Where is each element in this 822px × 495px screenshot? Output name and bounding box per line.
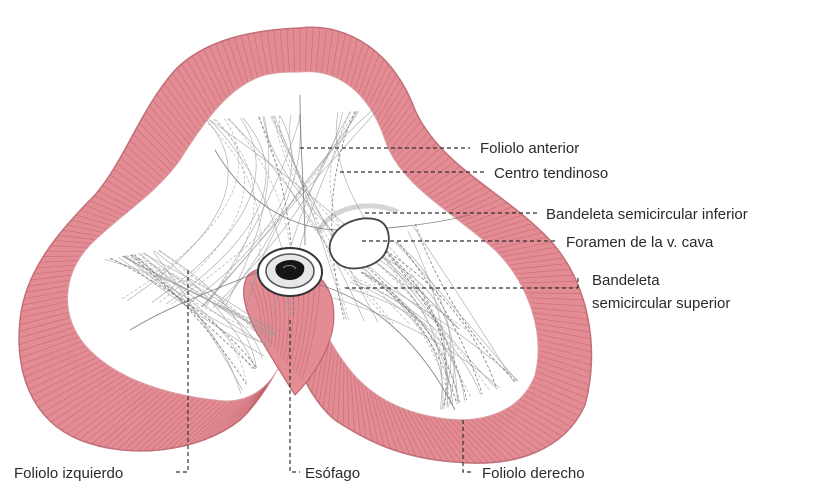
label-foliolo-anterior: Foliolo anterior — [480, 140, 579, 157]
label-esofago: Esófago — [305, 465, 360, 482]
label-foliolo-izquierdo: Foliolo izquierdo — [14, 465, 123, 482]
esophagus-opening — [258, 248, 322, 296]
label-bandeleta-superior-line2: semicircular superior — [592, 295, 730, 312]
label-bandeleta-superior-line1: Bandeleta — [592, 272, 660, 289]
label-centro-tendinoso: Centro tendinoso — [494, 165, 608, 182]
label-foramen-cava: Foramen de la v. cava — [566, 234, 714, 251]
label-bandeleta-inferior: Bandeleta semicircular inferior — [546, 206, 748, 223]
label-foliolo-derecho: Foliolo derecho — [482, 465, 585, 482]
